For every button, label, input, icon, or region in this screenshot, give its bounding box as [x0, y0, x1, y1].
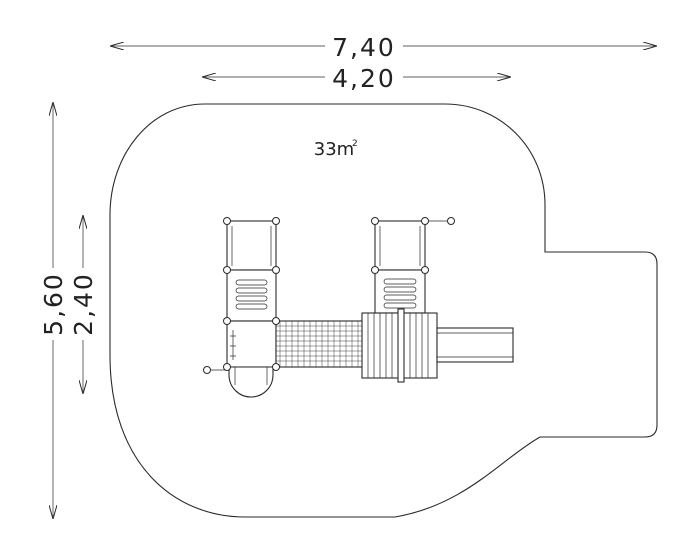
dimension-structure-depth: 2,40 [69, 216, 98, 393]
net-bridge-mesh [276, 321, 364, 367]
area-superscript: 2 [352, 139, 358, 149]
dimension-label-4-20: 4,20 [332, 64, 396, 93]
dimension-label-5-60: 5,60 [39, 272, 68, 336]
dimension-label-7-40: 7,40 [332, 33, 396, 62]
safety-zone-outline [109, 103, 658, 518]
play-structure [203, 217, 514, 398]
area-label: 33m [314, 139, 354, 160]
dimension-overall-depth: 5,60 [39, 103, 68, 518]
dimension-label-2-40: 2,40 [69, 272, 98, 336]
dimension-overall-width: 7,40 [111, 33, 656, 62]
dimension-structure-width: 4,20 [203, 64, 510, 93]
